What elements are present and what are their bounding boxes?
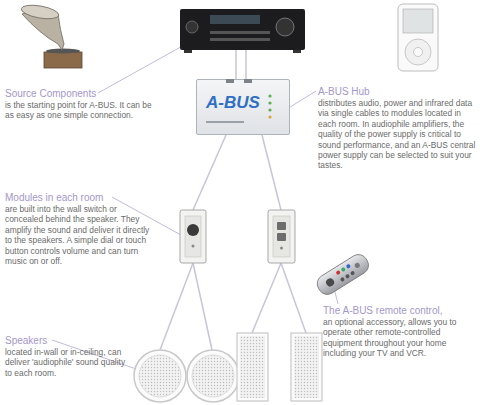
remote-button (335, 270, 341, 276)
receiver-body (180, 9, 305, 50)
callout-text: distributes audio, power and infrared da… (318, 98, 478, 171)
module-right-illustration (268, 210, 295, 263)
speaker-grille (294, 336, 319, 398)
hub-led (268, 101, 271, 104)
remote-button (345, 274, 351, 280)
remote-body (314, 251, 372, 298)
callout-text: are built into the wall switch or concea… (5, 204, 151, 266)
ceiling-speaker (134, 350, 186, 402)
wire (193, 263, 212, 350)
callout-text: is the starting point for A-BUS. It can … (5, 100, 157, 121)
receiver-display (210, 15, 260, 24)
hub-connector (226, 79, 234, 83)
receiver-illustration (180, 9, 305, 53)
node-text: A-BUS (206, 94, 260, 112)
speakers-illustration (134, 333, 322, 402)
hub-box: A-BUS (196, 79, 290, 135)
speaker-grille (139, 355, 181, 397)
wire (160, 263, 193, 350)
receiver-knob (186, 21, 198, 33)
ipod-wheel (405, 39, 431, 65)
hub-trim (206, 121, 244, 123)
remote-button (341, 267, 347, 273)
wall-plate (268, 210, 295, 263)
wall-plate-inset (273, 216, 290, 257)
module-left-illustration (180, 210, 206, 263)
receiver-foot (184, 50, 192, 53)
wire (235, 50, 237, 79)
remote-illustration (314, 251, 372, 298)
gramophone-base (44, 52, 82, 68)
callout-text: located in-wall or in-ceiling, can deliv… (5, 347, 133, 378)
receiver-foot (293, 50, 301, 53)
ipod-screen (403, 9, 433, 33)
wire (193, 135, 226, 210)
wire (262, 135, 281, 210)
wire (281, 263, 306, 333)
wall-speaker (291, 333, 322, 401)
callout-title: Speakers (5, 335, 47, 346)
callout-title: A-BUS Hub (318, 86, 370, 97)
wire (252, 263, 281, 333)
ipod-body (398, 4, 438, 71)
speaker-grille (240, 336, 265, 398)
ipod-illustration (398, 4, 438, 71)
wires (160, 50, 306, 350)
hub-led (268, 94, 271, 97)
sensor (192, 245, 195, 248)
leader-line (98, 44, 186, 93)
ipod-button (414, 48, 423, 57)
remote-button (354, 262, 361, 269)
callout-text: an optional accessory, allows you to ope… (323, 317, 478, 359)
gramophone-illustration (20, 3, 82, 68)
remote-button (325, 277, 336, 288)
receiver-buttons (210, 31, 270, 34)
remote-button (350, 270, 356, 276)
callout-title: Source Components (5, 88, 96, 99)
remote-button (346, 264, 352, 270)
wire (245, 50, 247, 79)
wall-speaker (237, 333, 268, 401)
receiver-knob (276, 18, 294, 36)
wall-plate-inset (185, 216, 201, 257)
remote-button (340, 277, 346, 283)
volume-dial (187, 224, 199, 236)
sensor (280, 247, 283, 250)
ceiling-speaker (187, 350, 239, 402)
hub-details (206, 79, 272, 123)
touch-button (277, 233, 286, 241)
hub-led (268, 108, 271, 111)
callout-title: The A-BUS remote control, (323, 305, 443, 316)
hub-connector (244, 79, 252, 83)
touch-button (277, 222, 286, 230)
gramophone-horn-mouth (20, 3, 60, 21)
hub-led (268, 115, 271, 118)
speaker-grille (192, 355, 234, 397)
callout-title: Modules in each room (5, 192, 103, 203)
gramophone-record (46, 49, 80, 54)
wall-plate (180, 210, 206, 263)
receiver-buttons (210, 38, 270, 41)
